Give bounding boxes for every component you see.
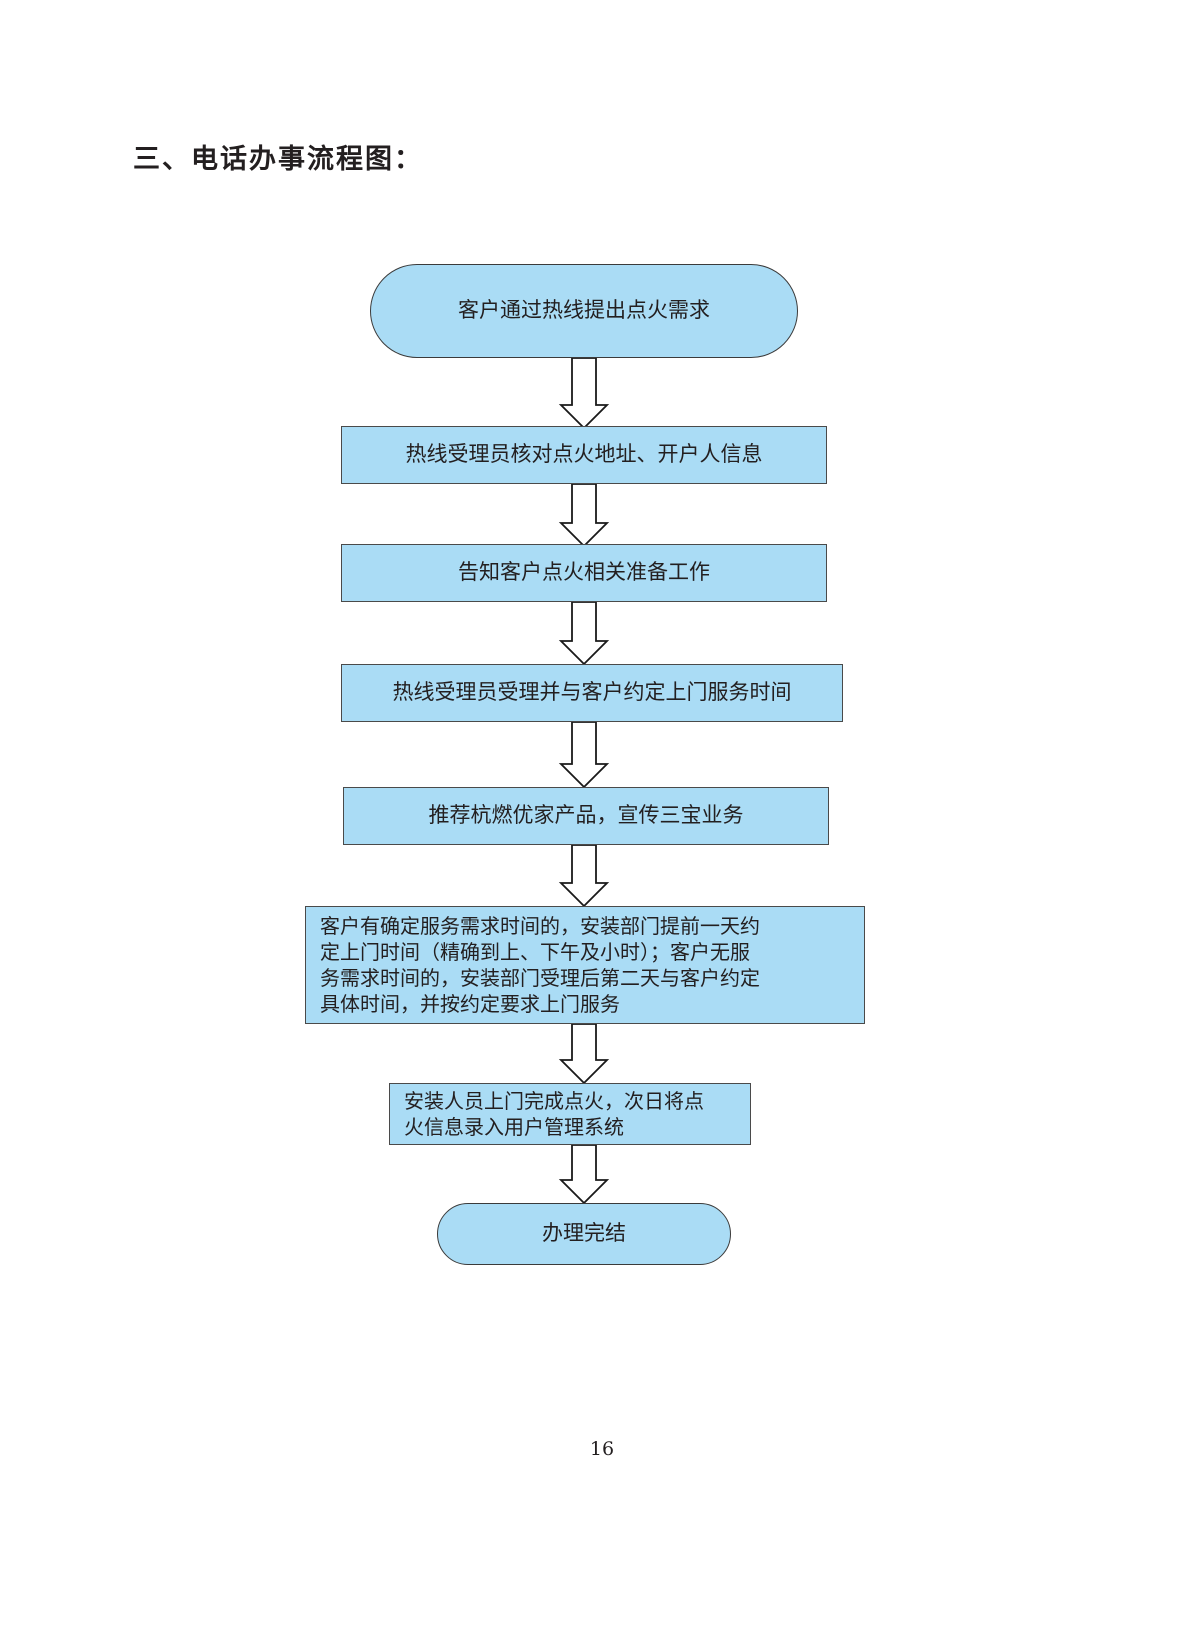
flow-node-complete-ignition[interactable]: 安装人员上门完成点火，次日将点 火信息录入用户管理系统 [389,1083,751,1145]
flow-node-verify-info[interactable]: 热线受理员核对点火地址、开户人信息 [341,426,827,484]
connector-arrow-4 [558,721,610,789]
flow-node-appointment-rules[interactable]: 客户有确定服务需求时间的，安装部门提前一天约 定上门时间（精确到上、下午及小时）… [305,906,865,1024]
flow-node-label: 客户通过热线提出点火需求 [458,298,710,323]
flow-node-label: 客户有确定服务需求时间的，安装部门提前一天约 定上门时间（精确到上、下午及小时）… [320,914,760,1016]
flow-node-label: 安装人员上门完成点火，次日将点 火信息录入用户管理系统 [404,1089,704,1139]
flow-node-label: 办理完结 [542,1221,626,1246]
connector-arrow-5 [558,844,610,908]
flow-node-label: 热线受理员受理并与客户约定上门服务时间 [392,680,792,705]
flow-node-label: 告知客户点火相关准备工作 [458,560,710,585]
flow-connectors [558,357,610,1205]
flow-node-schedule-visit[interactable]: 热线受理员受理并与客户约定上门服务时间 [341,664,843,722]
flow-node-end[interactable]: 办理完结 [437,1203,731,1265]
flow-node-inform-preparation[interactable]: 告知客户点火相关准备工作 [341,544,827,602]
page-number: 16 [589,1438,615,1460]
flow-node-start[interactable]: 客户通过热线提出点火需求 [370,264,798,358]
connector-arrow-1 [558,357,610,430]
flowchart: 客户通过热线提出点火需求 热线受理员核对点火地址、开户人信息 告知客户点火相关准… [305,264,865,1265]
connector-arrow-7 [558,1144,610,1205]
flow-node-label: 推荐杭燃优家产品，宣传三宝业务 [428,803,744,828]
connector-arrow-3 [558,601,610,666]
page-title: 三、电话办事流程图： [133,144,423,175]
flow-node-label: 热线受理员核对点火地址、开户人信息 [405,442,763,467]
connector-arrow-2 [558,483,610,548]
connector-arrow-6 [558,1023,610,1085]
flow-node-promote-products[interactable]: 推荐杭燃优家产品，宣传三宝业务 [343,787,829,845]
